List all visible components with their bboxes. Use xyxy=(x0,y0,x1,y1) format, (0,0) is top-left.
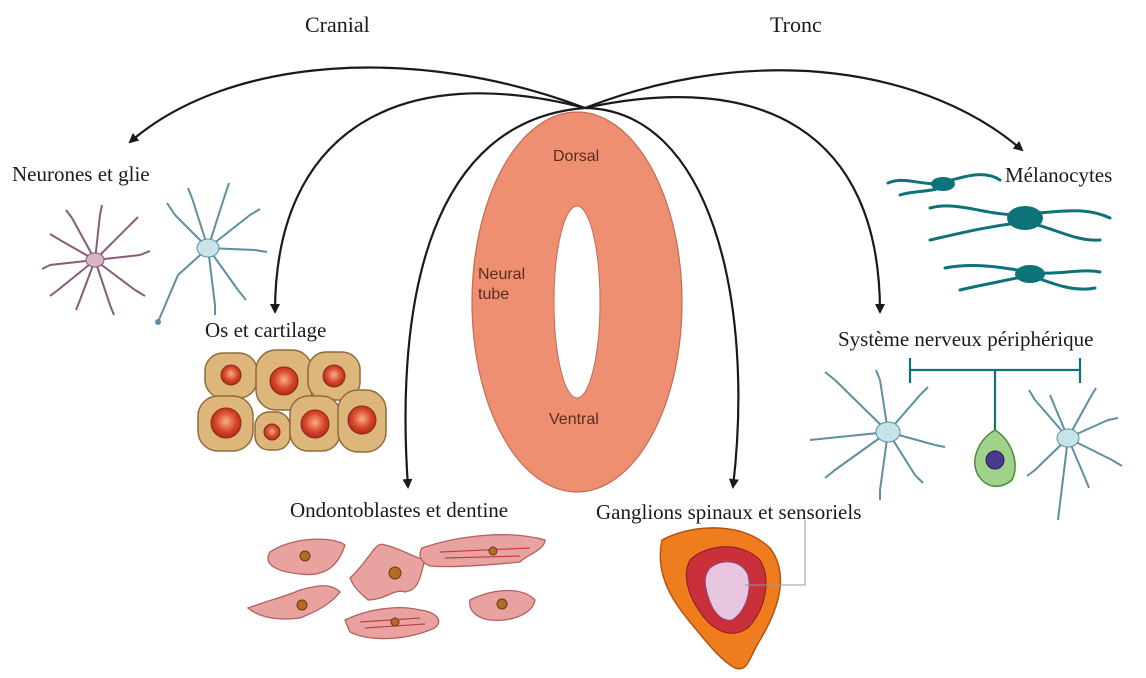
odontoblastes-label: Ondontoblastes et dentine xyxy=(290,498,508,523)
ganglions-label: Ganglions spinaux et sensoriels xyxy=(596,500,861,525)
snp-label: Système nerveux périphérique xyxy=(838,327,1093,352)
tube-label: tube xyxy=(478,285,509,305)
snp-sensory-neuron xyxy=(975,430,1015,486)
neurone-glia-cells xyxy=(42,183,267,325)
dorsal-label: Dorsal xyxy=(553,147,599,167)
neuron-nucleus xyxy=(197,239,219,257)
peripheral-nervous-system-cells xyxy=(810,358,1122,520)
arrow-neurones xyxy=(130,68,585,142)
ganglion xyxy=(660,520,805,669)
bone-cartilage-cells xyxy=(198,350,386,452)
neural-label: Neural xyxy=(478,265,525,285)
os-cartilage-label: Os et cartilage xyxy=(205,318,326,343)
snp-neuron-left-nucleus xyxy=(876,422,900,442)
arrow-melanocytes xyxy=(585,70,1022,150)
snp-neuron-right xyxy=(1027,388,1122,520)
glia-nucleus xyxy=(86,253,104,267)
melanocytes-label: Mélanocytes xyxy=(1005,163,1112,188)
neurones-glie-label: Neurones et glie xyxy=(12,162,150,187)
odontoblast-cells xyxy=(248,535,545,639)
cranial-label: Cranial xyxy=(305,12,370,38)
ventral-label: Ventral xyxy=(549,410,599,430)
snp-neuron-right-nucleus xyxy=(1057,429,1079,447)
tronc-label: Tronc xyxy=(770,12,822,38)
neural-tube-lumen xyxy=(554,206,600,398)
melanocyte-cells xyxy=(888,175,1110,290)
axon-terminal xyxy=(155,319,161,325)
